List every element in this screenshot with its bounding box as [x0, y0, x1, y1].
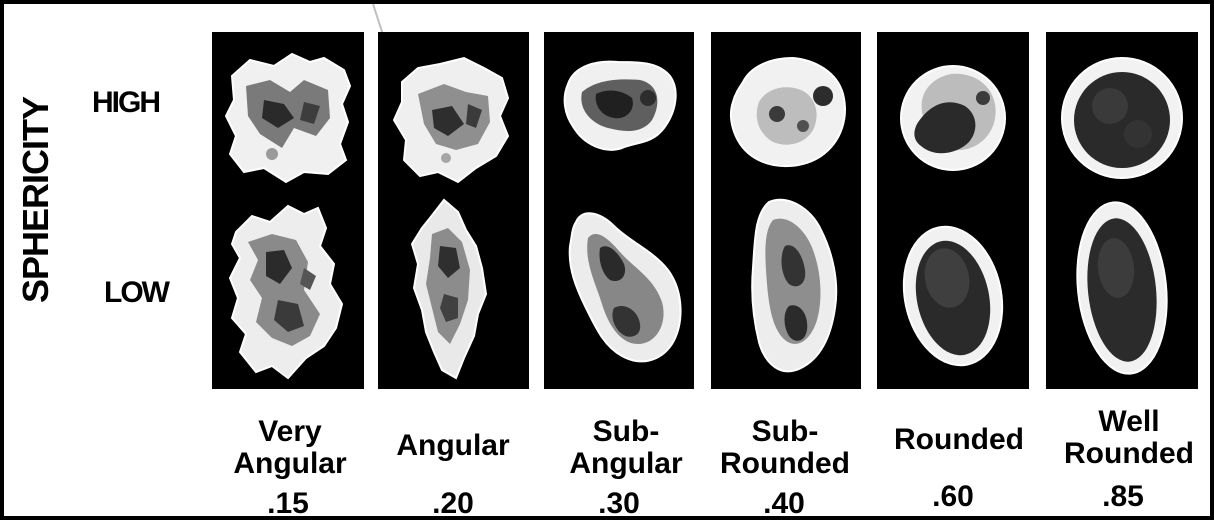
value-angular: .20: [393, 487, 513, 520]
grain-panel-angular: [378, 32, 529, 389]
grain-panel-well-rounded: [1046, 32, 1198, 389]
grain-panel-rounded: [877, 32, 1029, 389]
grain-low-angular: [412, 200, 486, 378]
value-sub-angular: .30: [559, 487, 679, 520]
caption-well-rounded-line-1: Well: [1044, 406, 1214, 438]
caption-sub-rounded: Sub- Rounded: [700, 416, 870, 480]
grain-panel-sub-angular: [544, 32, 694, 389]
row-label-high: HIGH: [92, 86, 159, 120]
grain-svg-sub-angular: [544, 32, 694, 389]
grain-svg-very-angular: [212, 32, 364, 389]
caption-sub-angular-line-1: Sub-: [541, 416, 711, 448]
grain-low-well-rounded: [1069, 198, 1174, 378]
grain-panel-sub-rounded: [711, 32, 861, 389]
caption-very-angular-line-2: Angular: [205, 448, 375, 480]
grain-low-rounded: [891, 218, 1014, 375]
caption-sub-rounded-line-1: Sub-: [700, 416, 870, 448]
value-rounded: .60: [893, 480, 1013, 514]
grain-high-well-rounded: [1062, 58, 1182, 178]
grain-low-sub-angular: [570, 213, 681, 361]
value-well-rounded: .85: [1063, 480, 1183, 514]
value-sub-rounded: .40: [724, 487, 844, 520]
grain-high-sub-angular: [565, 62, 676, 150]
grain-low-sub-rounded: [752, 200, 836, 372]
caption-very-angular: Very Angular: [205, 416, 375, 480]
caption-sub-angular-line-2: Angular: [541, 448, 711, 480]
caption-rounded: Rounded: [874, 424, 1044, 456]
caption-angular: Angular: [368, 430, 538, 462]
row-label-low: LOW: [104, 276, 168, 310]
value-very-angular: .15: [228, 487, 348, 520]
caption-well-rounded: Well Rounded: [1044, 406, 1214, 470]
grain-svg-rounded: [877, 32, 1029, 389]
grain-low-very-angular: [230, 206, 342, 378]
caption-rounded-line-1: Rounded: [874, 424, 1044, 456]
sphericity-axis-label: SPHERICITY: [15, 90, 57, 310]
grain-high-angular: [394, 58, 508, 182]
grain-panel-very-angular: [212, 32, 364, 389]
grain-svg-angular: [378, 32, 529, 389]
caption-well-rounded-line-2: Rounded: [1044, 438, 1214, 470]
grain-svg-well-rounded: [1046, 32, 1198, 389]
grain-svg-sub-rounded: [711, 32, 861, 389]
caption-angular-line-1: Angular: [368, 430, 538, 462]
caption-sub-rounded-line-2: Rounded: [700, 448, 870, 480]
grain-high-rounded: [901, 66, 1005, 170]
grain-high-very-angular: [226, 54, 350, 182]
caption-very-angular-line-1: Very: [205, 416, 375, 448]
caption-sub-angular: Sub- Angular: [541, 416, 711, 480]
grain-high-sub-rounded: [731, 58, 845, 166]
